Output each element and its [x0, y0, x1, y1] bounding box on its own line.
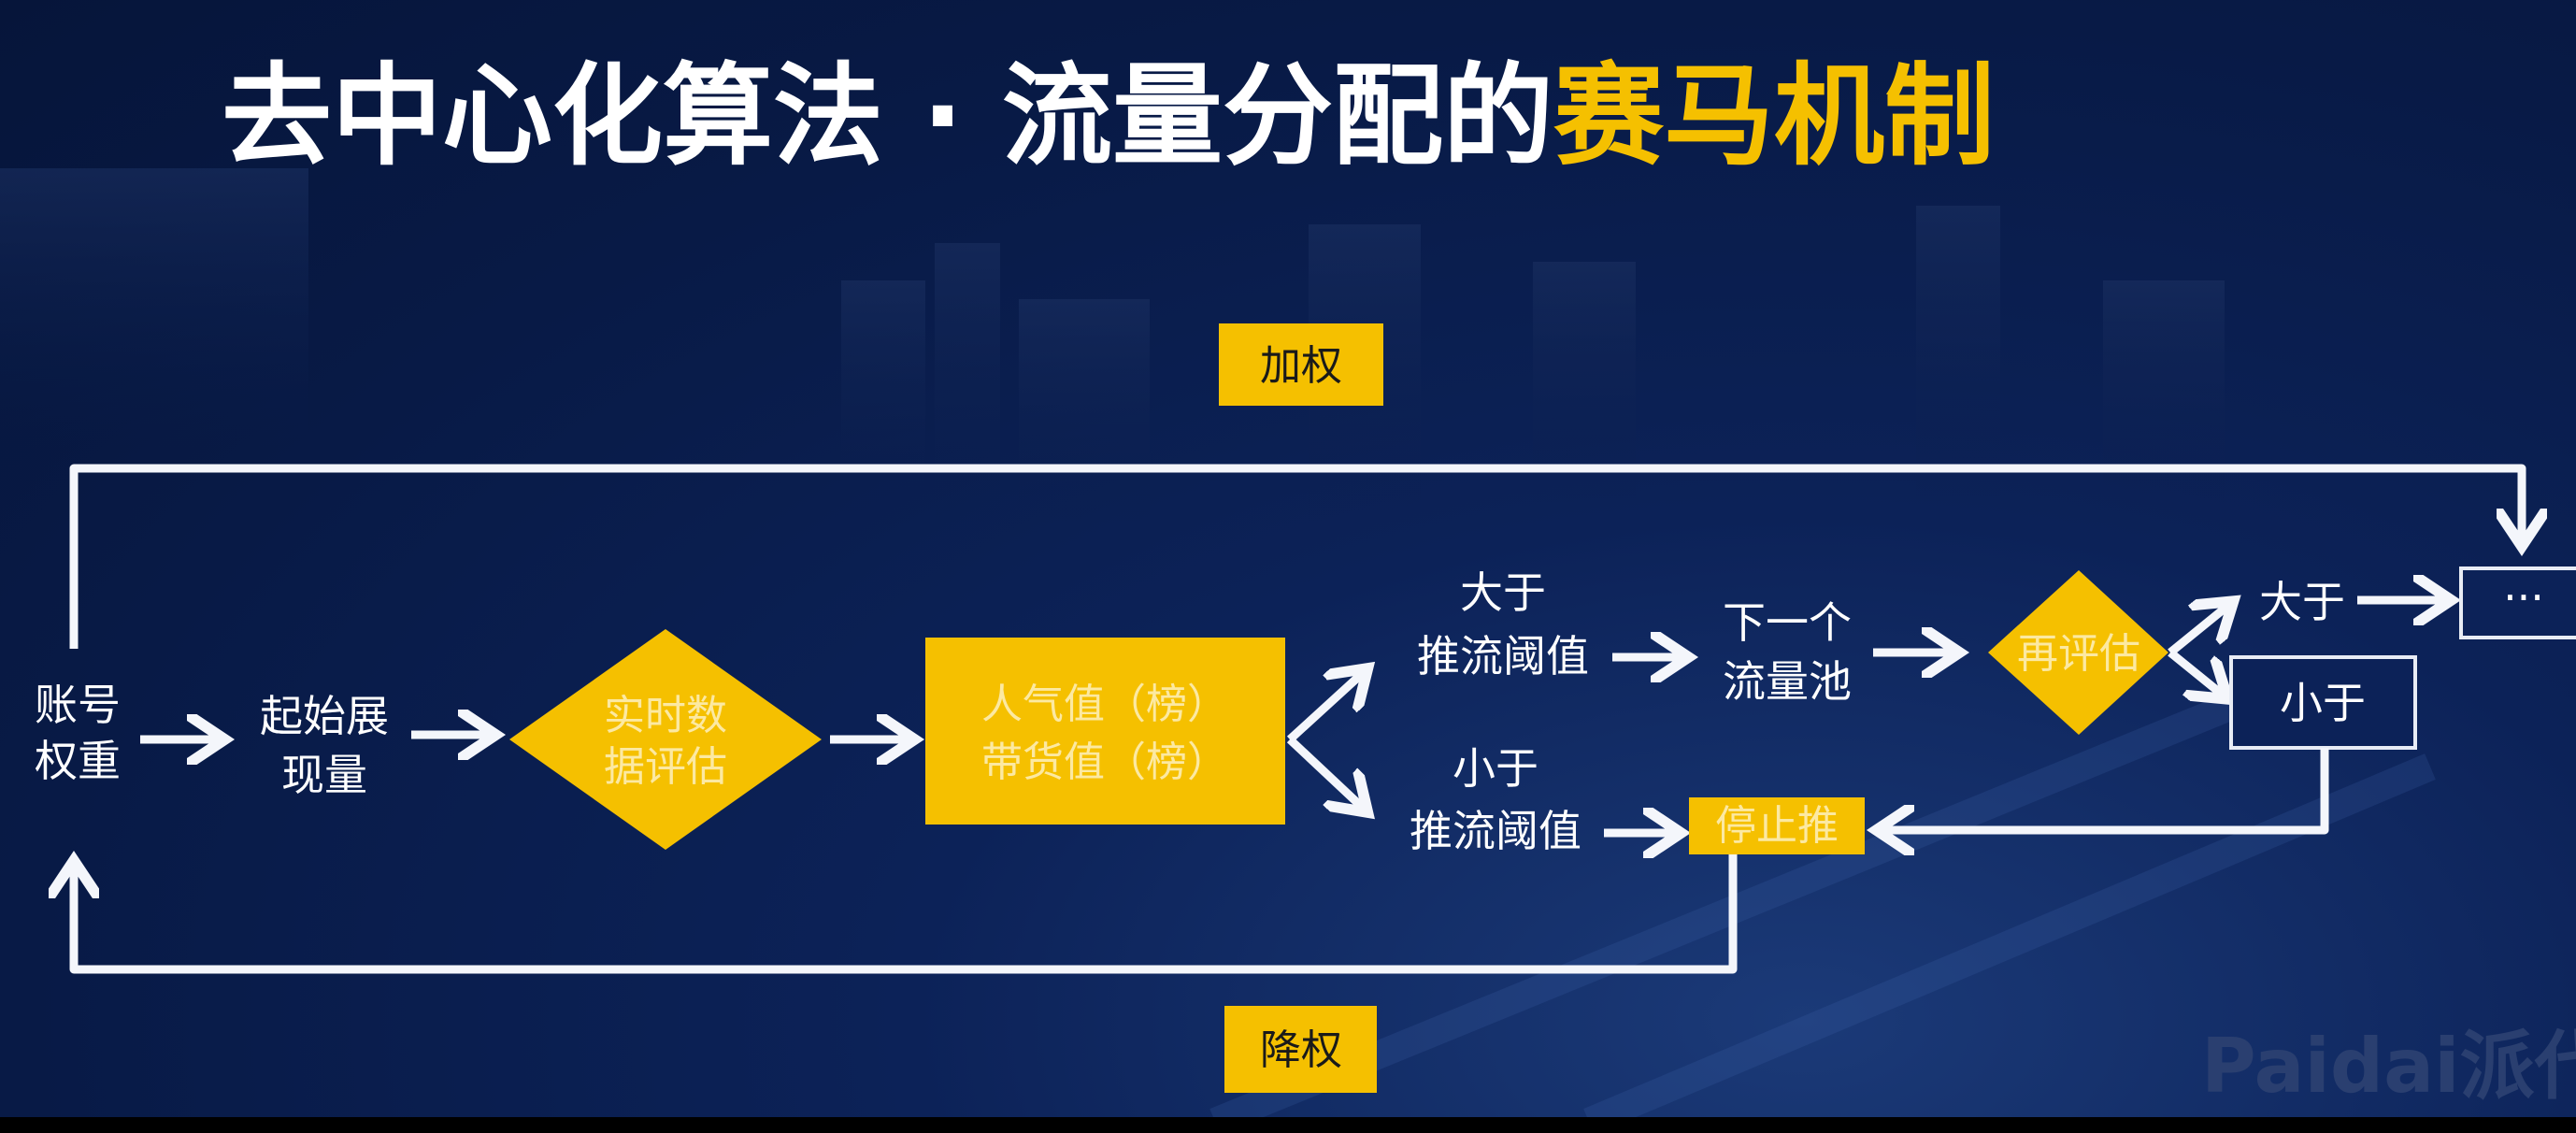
- less-to-stop-arrow: [1881, 748, 2329, 830]
- weight-up-loop-arrow: [69, 464, 2522, 649]
- greater-label: 大于: [2259, 577, 2345, 627]
- popularity-box: [925, 638, 1285, 825]
- next-stage-box: [2459, 566, 2576, 639]
- next-pool-label: 流量池: [1723, 656, 1852, 707]
- realtime-eval-diamond: [509, 629, 822, 850]
- weight-down-loop-arrow: [74, 854, 1738, 974]
- slide-title: 去中心化算法 · 流量分配的赛马机制: [222, 51, 1995, 180]
- weight-up-tag: [1219, 323, 1383, 406]
- video-bottom-bar: [0, 1117, 2576, 1133]
- account-weight-label: 权重: [35, 736, 121, 786]
- above-threshold-label: 推流阈值: [1417, 631, 1589, 681]
- arrow: [2168, 604, 2230, 656]
- weight-down-tag: [1224, 1006, 1377, 1093]
- weight-down-label: 降权: [1260, 1026, 1342, 1074]
- next-stage-label: ···: [2503, 572, 2544, 623]
- arrow: [1286, 671, 1365, 743]
- re-eval-label: 再评估: [2017, 630, 2140, 678]
- stop-push-label: 停止推: [1715, 802, 1839, 850]
- stop-push-box: [1689, 797, 1865, 854]
- paidai-watermark: Paidai派代: [2201, 1023, 2576, 1110]
- weight-up-label: 加权: [1260, 342, 1342, 390]
- realtime-eval-label: 实时数: [604, 692, 727, 739]
- initial-exposure-label: 现量: [281, 750, 367, 800]
- arrow: [2168, 649, 2225, 696]
- popularity-label: 人气值（榜）: [981, 681, 1228, 728]
- initial-exposure-label: 起始展: [260, 691, 389, 741]
- below-threshold-label: 推流阈值: [1410, 806, 1581, 856]
- account-weight-label: 账号: [35, 680, 121, 730]
- below-threshold-label: 小于: [1453, 743, 1538, 794]
- above-threshold-label: 大于: [1460, 567, 1546, 618]
- less-label: 小于: [2280, 678, 2366, 728]
- arrow: [1286, 736, 1365, 810]
- re-eval-diamond: [1988, 570, 2168, 735]
- realtime-eval-label: 据评估: [604, 743, 727, 791]
- popularity-label: 带货值（榜）: [981, 739, 1228, 786]
- next-pool-label: 下一个: [1723, 597, 1852, 648]
